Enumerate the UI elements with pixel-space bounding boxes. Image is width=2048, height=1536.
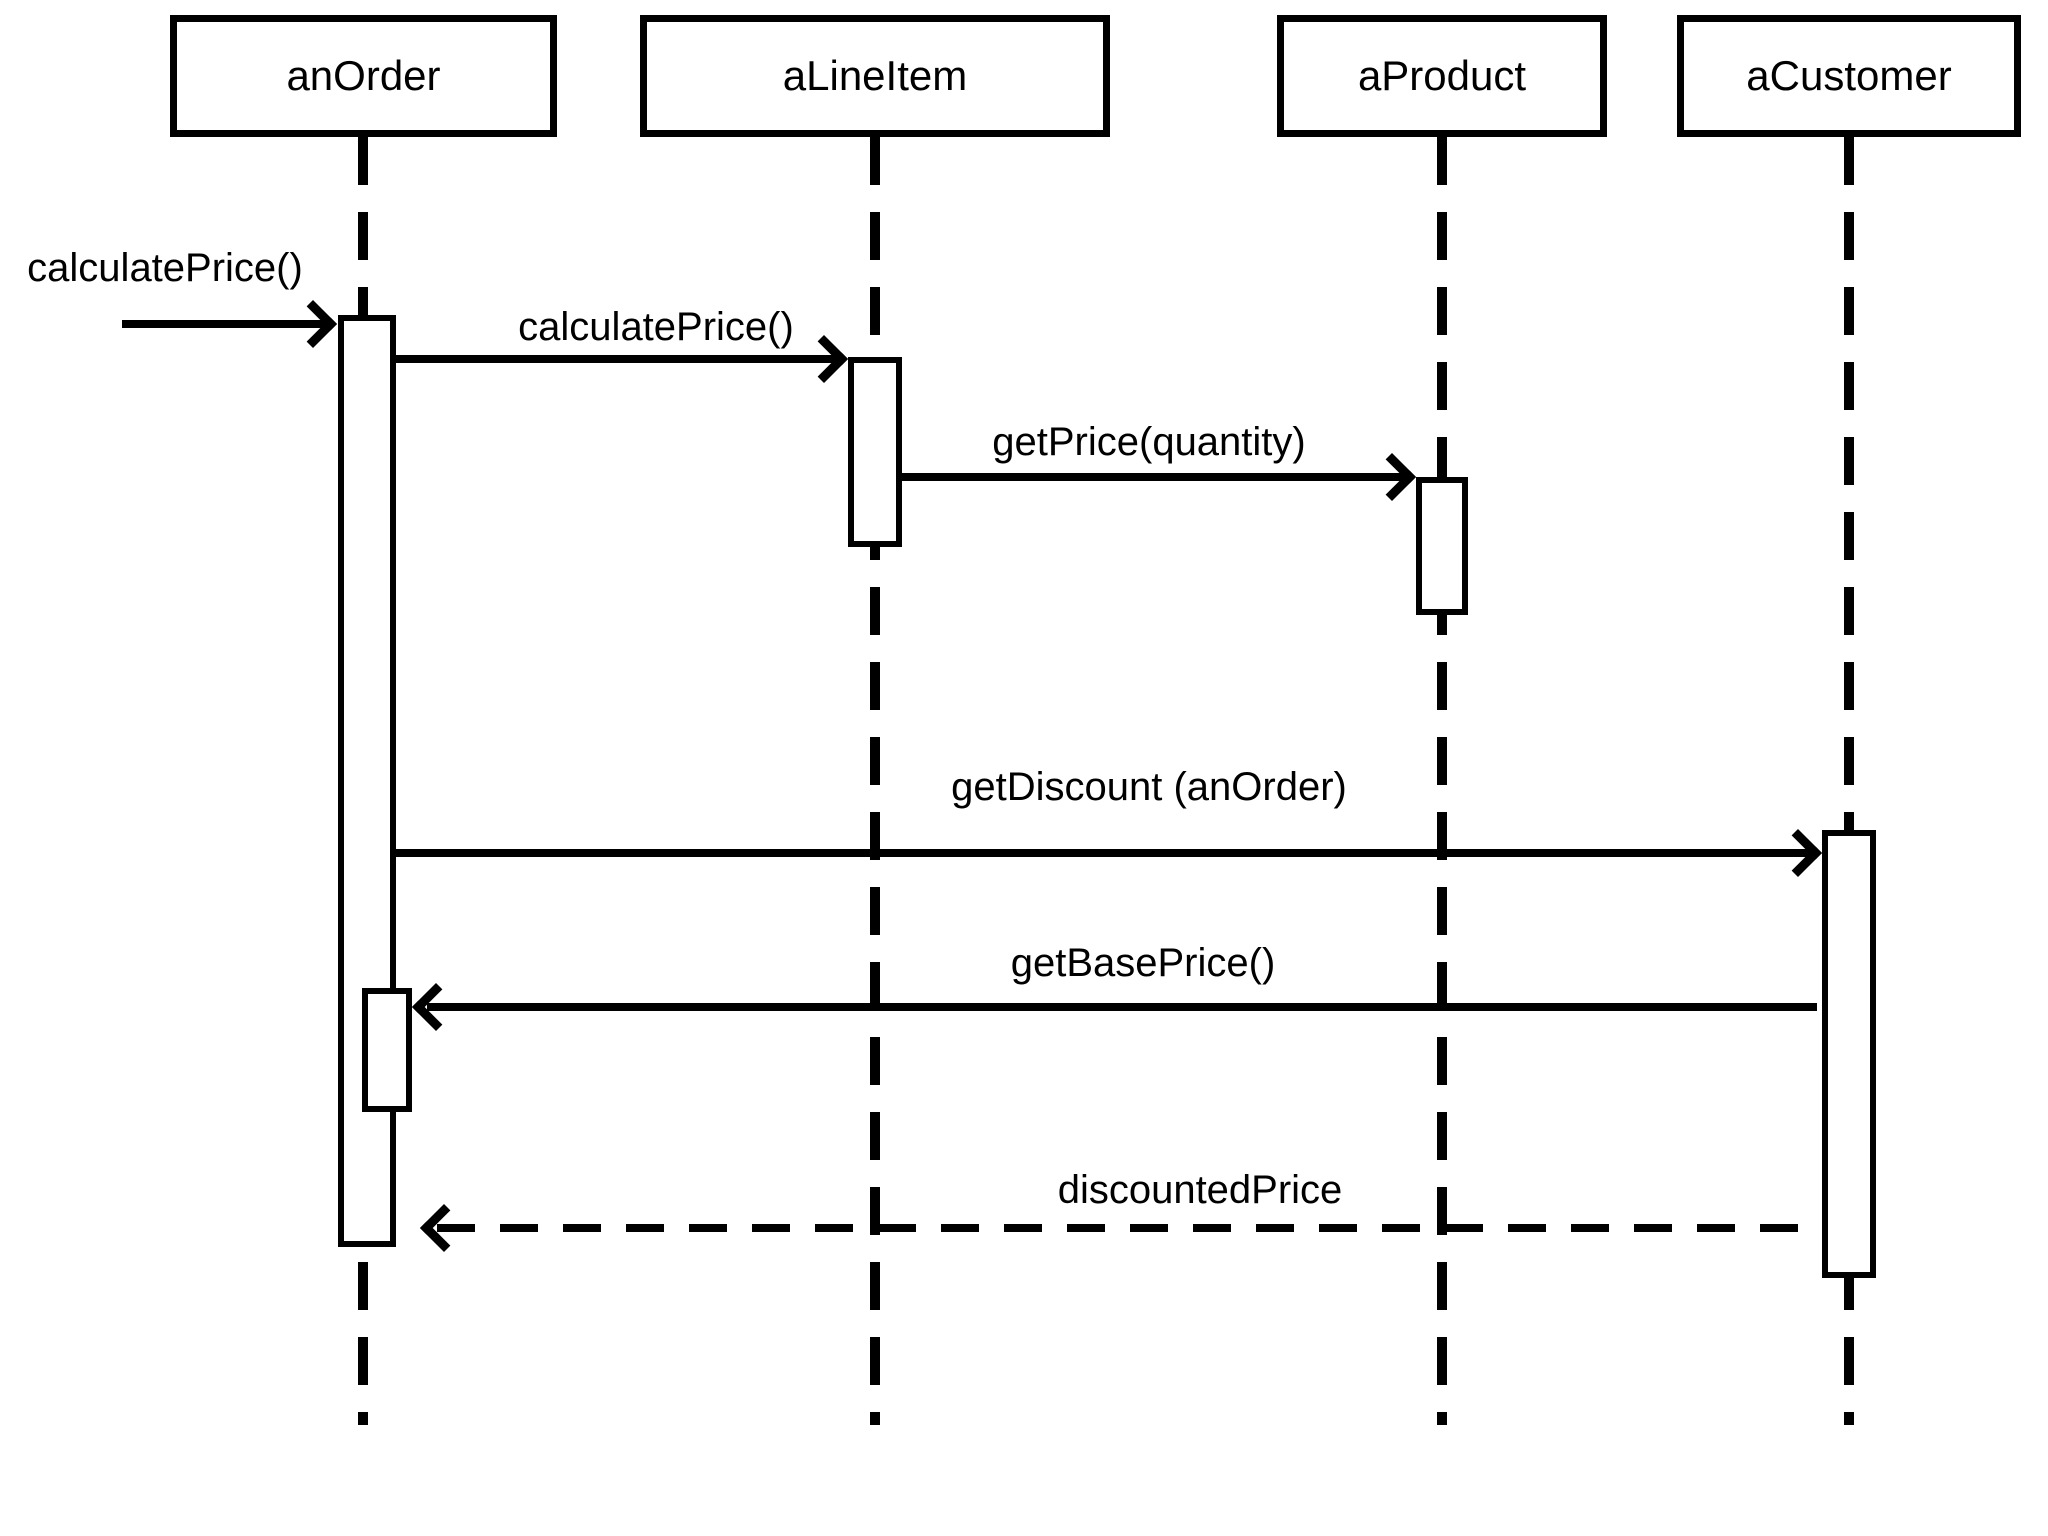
actor-label-aproduct: aProduct — [1357, 52, 1527, 99]
message-line-getdiscount — [396, 849, 1810, 857]
message-line-getprice — [902, 473, 1404, 481]
activation-aproduct — [1416, 477, 1468, 615]
message-label-calculateprice: calculatePrice() — [518, 305, 794, 349]
actor-box-anorder: anOrder — [170, 15, 557, 137]
activation-acustomer — [1822, 830, 1876, 1278]
message-line-getbaseprice — [427, 1003, 1817, 1011]
arrowhead-left-icon — [411, 982, 461, 1032]
arrowhead-right-icon — [288, 299, 338, 349]
arrowhead-left-icon — [419, 1203, 469, 1253]
actor-label-anorder: anOrder — [286, 52, 441, 99]
message-label-getbaseprice: getBasePrice() — [1010, 941, 1276, 985]
actor-box-acustomer: aCustomer — [1677, 15, 2021, 137]
arrowhead-right-icon — [1773, 828, 1823, 878]
arrowhead-right-icon — [1367, 452, 1417, 502]
actor-box-aproduct: aProduct — [1277, 15, 1607, 137]
lifeline-acustomer — [1844, 137, 1854, 1425]
actor-label-alineitem: aLineItem — [782, 52, 968, 99]
message-label-discountedprice: discountedPrice — [1057, 1168, 1343, 1212]
lifeline-aproduct — [1437, 137, 1447, 1425]
actor-box-alineitem: aLineItem — [640, 15, 1110, 137]
message-label-getdiscount: getDiscount (anOrder) — [951, 765, 1347, 809]
arrowhead-right-icon — [799, 334, 849, 384]
actor-label-acustomer: aCustomer — [1746, 52, 1952, 99]
message-line-calculateprice-found — [122, 320, 327, 328]
message-line-calculateprice — [396, 355, 836, 363]
lifeline-alineitem — [870, 137, 880, 1425]
message-label-getprice: getPrice(quantity) — [992, 420, 1306, 464]
activation-alineitem — [848, 357, 902, 547]
message-label-calculateprice-found: calculatePrice() — [27, 246, 303, 290]
activation-anorder-nested — [362, 988, 412, 1112]
message-line-discountedprice — [437, 1224, 1822, 1232]
